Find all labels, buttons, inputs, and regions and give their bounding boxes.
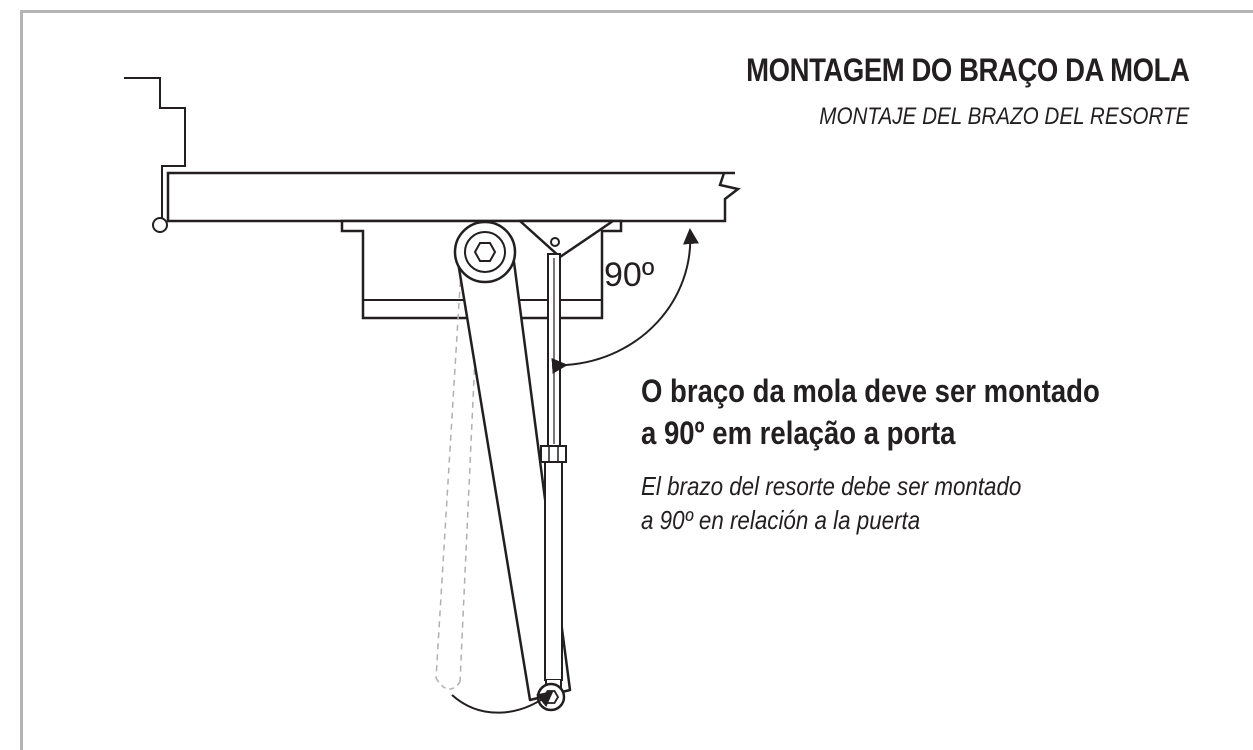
instruction-es-line-1: El brazo del resorte debe ser montado: [641, 471, 1022, 501]
door-jamb: [124, 77, 186, 220]
instruction-es-line-2: a 90º en relación a la puerta: [641, 505, 921, 535]
bracket-pin: [550, 237, 560, 247]
page-frame: [20, 10, 1253, 750]
door-panel: [166, 171, 741, 223]
rotation-arrow: [451, 690, 554, 714]
hex-bolt-icon: [473, 242, 497, 262]
instruction-pt-line-2: a 90º em relação a porta: [641, 415, 956, 451]
instruction-portuguese: O braço da mola deve ser montado a 90º e…: [641, 370, 1100, 454]
instruction-pt-line-1: O braço da mola deve ser montado: [641, 373, 1100, 409]
door-hinge: [152, 217, 168, 233]
spring-rod-lower: [544, 461, 563, 681]
title-spanish: MONTAJE DEL BRAZO DEL RESORTE: [818, 103, 1189, 130]
rod-adjuster: [540, 445, 567, 463]
ghost-arm-end: [435, 677, 461, 690]
ghost-arm-left: [435, 269, 462, 679]
angle-label: 90º: [604, 256, 655, 294]
instruction-spanish: El brazo del resorte debe ser montado a …: [641, 469, 1021, 537]
title-portuguese: MONTAGEM DO BRAÇO DA MOLA: [745, 52, 1190, 88]
angle-arc: [551, 228, 699, 374]
